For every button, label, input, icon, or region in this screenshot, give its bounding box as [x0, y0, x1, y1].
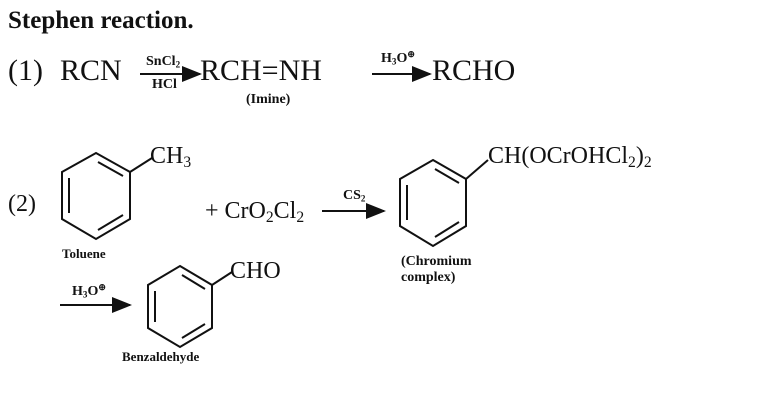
- benzaldehyde-ring: [147, 264, 233, 349]
- reaction1-product: RCHO: [432, 54, 516, 87]
- reaction2-number: (2): [8, 191, 36, 217]
- toluene-substituent: CH3: [150, 143, 192, 171]
- benzaldehyde-label: Benzaldehyde: [122, 349, 200, 364]
- reaction1-reagent-top: SnCl2: [146, 54, 181, 70]
- reaction1-number: (1): [8, 54, 43, 87]
- chromium-complex-label-2: complex): [401, 270, 456, 285]
- reaction1-intermediate-label: (Imine): [246, 92, 291, 107]
- page-title: Stephen reaction.: [8, 7, 194, 34]
- chromium-complex-substituent: CH(OCrOHCl2)2: [488, 143, 652, 171]
- benzaldehyde-substituent: CHO: [230, 258, 281, 284]
- toluene-ring: [61, 151, 153, 241]
- reactant2: + CrO2Cl2: [205, 198, 305, 226]
- solvent-label: CS2: [343, 188, 366, 204]
- reaction1-reactant: RCN: [60, 54, 122, 87]
- toluene-label: Toluene: [62, 246, 106, 261]
- reaction1-reagent-bottom: HCl: [152, 77, 177, 92]
- chromium-complex-label-1: (Chromium: [401, 254, 472, 269]
- reaction1-reagent2: H3O⊕: [381, 49, 415, 67]
- reaction1-intermediate: RCH=NH: [200, 54, 322, 87]
- chromium-complex-ring: [399, 158, 489, 248]
- hydrolysis-reagent: H3O⊕: [72, 282, 106, 300]
